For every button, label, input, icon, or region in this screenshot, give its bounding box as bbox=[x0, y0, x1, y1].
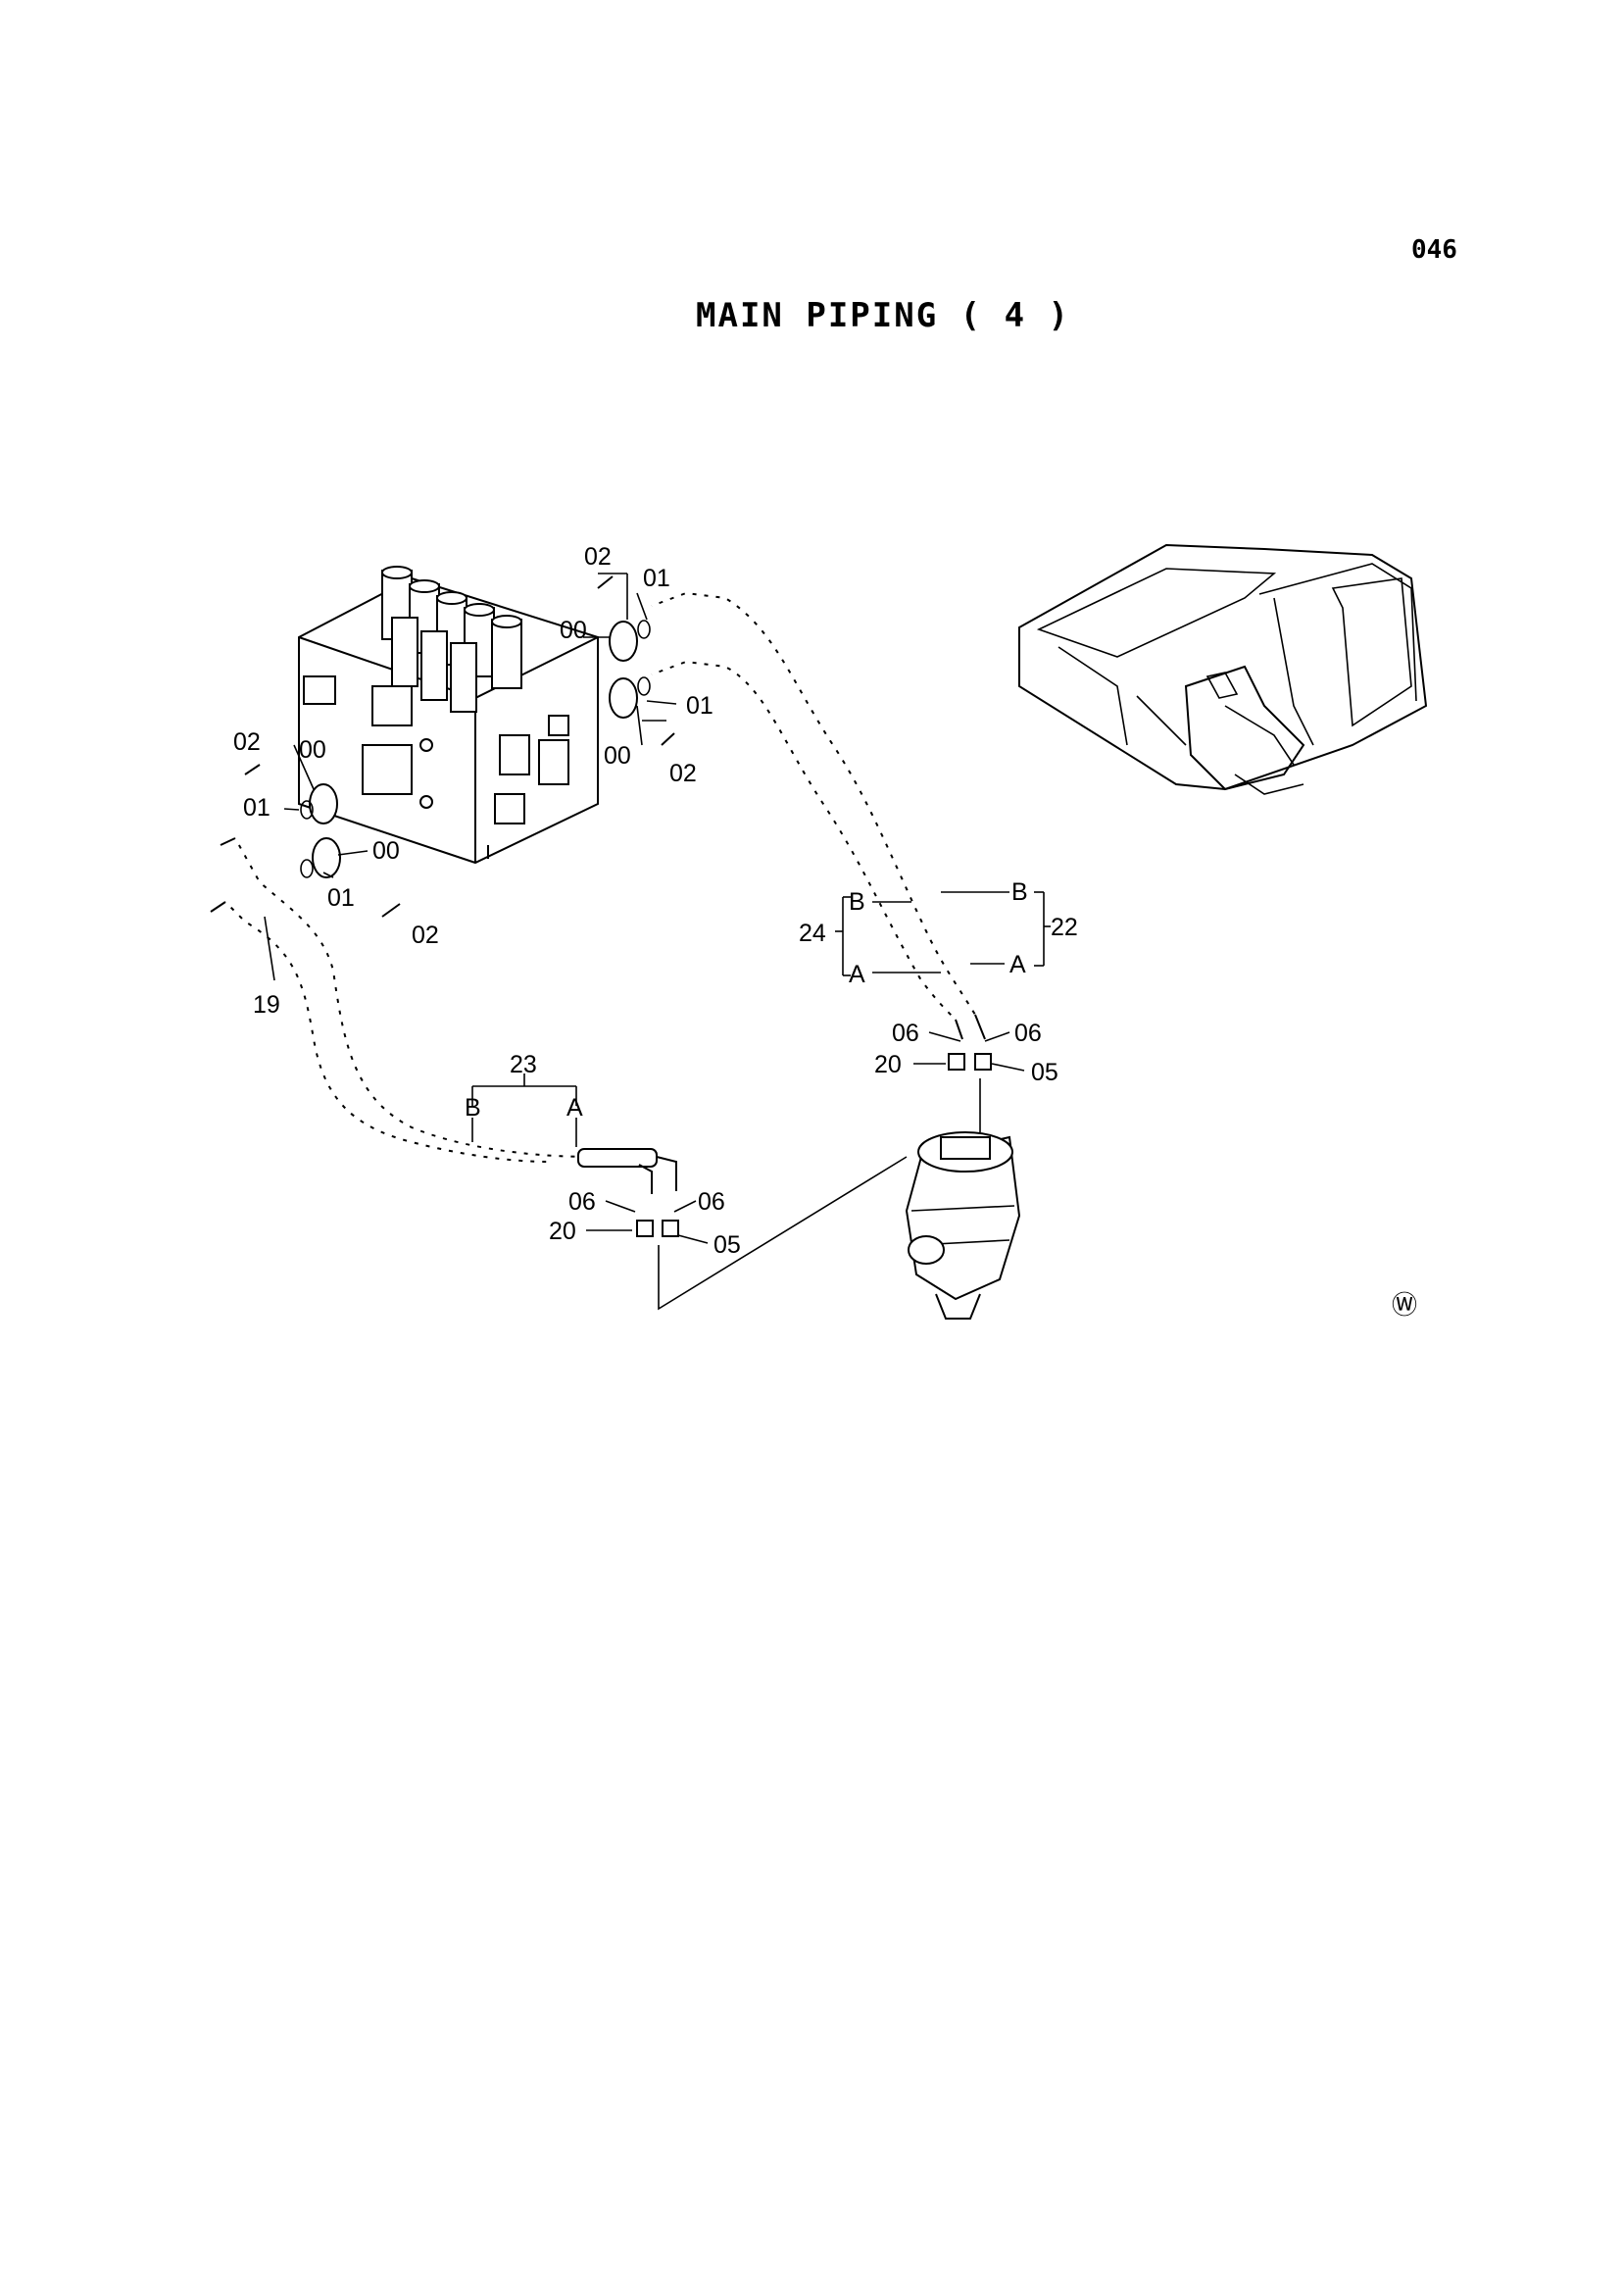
callout-20-left: 20 bbox=[549, 1218, 576, 1245]
callout-06-left-1: 06 bbox=[568, 1188, 596, 1216]
callout-00-left2: 00 bbox=[372, 837, 400, 865]
swing-motor-icon bbox=[905, 1131, 1021, 1320]
callout-01-left: 01 bbox=[243, 794, 270, 822]
control-valve-icon bbox=[298, 566, 599, 865]
callout-01-left2: 01 bbox=[327, 884, 355, 912]
leader-lines bbox=[264, 573, 1051, 1311]
callout-02-top: 02 bbox=[584, 543, 612, 571]
excavator-locator-icon bbox=[1018, 543, 1428, 795]
callout-20-right: 20 bbox=[874, 1051, 902, 1078]
callout-23-A: A bbox=[566, 1094, 583, 1122]
callout-02-left: 02 bbox=[233, 728, 261, 756]
callout-00-top: 00 bbox=[560, 617, 587, 644]
hose-icon bbox=[210, 587, 986, 1194]
callout-02-mid: 02 bbox=[669, 760, 697, 787]
callout-05-right: 05 bbox=[1031, 1059, 1058, 1086]
callout-22: 22 bbox=[1051, 914, 1078, 941]
page-title: MAIN PIPING ( 4 ) bbox=[696, 296, 1070, 335]
callout-02-left2: 02 bbox=[412, 922, 439, 949]
callout-24-A: A bbox=[849, 961, 865, 988]
o-ring-icon bbox=[300, 620, 651, 878]
callout-00-left: 00 bbox=[299, 736, 326, 764]
flange-icon bbox=[309, 621, 638, 878]
bolt-icon bbox=[244, 575, 675, 918]
callout-19: 19 bbox=[253, 991, 280, 1019]
page-number: 046 bbox=[1411, 235, 1457, 265]
callout-00-mid: 00 bbox=[604, 742, 631, 770]
callout-06-right-2: 06 bbox=[1014, 1020, 1042, 1047]
callout-24-B: B bbox=[849, 888, 865, 916]
callout-01-mid: 01 bbox=[686, 692, 713, 720]
callout-23: 23 bbox=[510, 1051, 537, 1078]
callout-06-right-1: 06 bbox=[892, 1020, 919, 1047]
callout-22-B: B bbox=[1011, 878, 1028, 906]
callout-24: 24 bbox=[799, 920, 826, 947]
callout-05-left: 05 bbox=[713, 1231, 741, 1259]
watermark-symbol: Ⓦ bbox=[1392, 1290, 1417, 1320]
callout-labels: 02 01 00 01 00 02 02 00 01 00 01 02 19 2… bbox=[233, 543, 1417, 1320]
elbow-fitting-icon bbox=[636, 1053, 992, 1237]
callout-22-A: A bbox=[1009, 951, 1026, 978]
callout-01-top: 01 bbox=[643, 565, 670, 592]
callout-06-left-2: 06 bbox=[698, 1188, 725, 1216]
callout-23-B: B bbox=[465, 1094, 481, 1122]
